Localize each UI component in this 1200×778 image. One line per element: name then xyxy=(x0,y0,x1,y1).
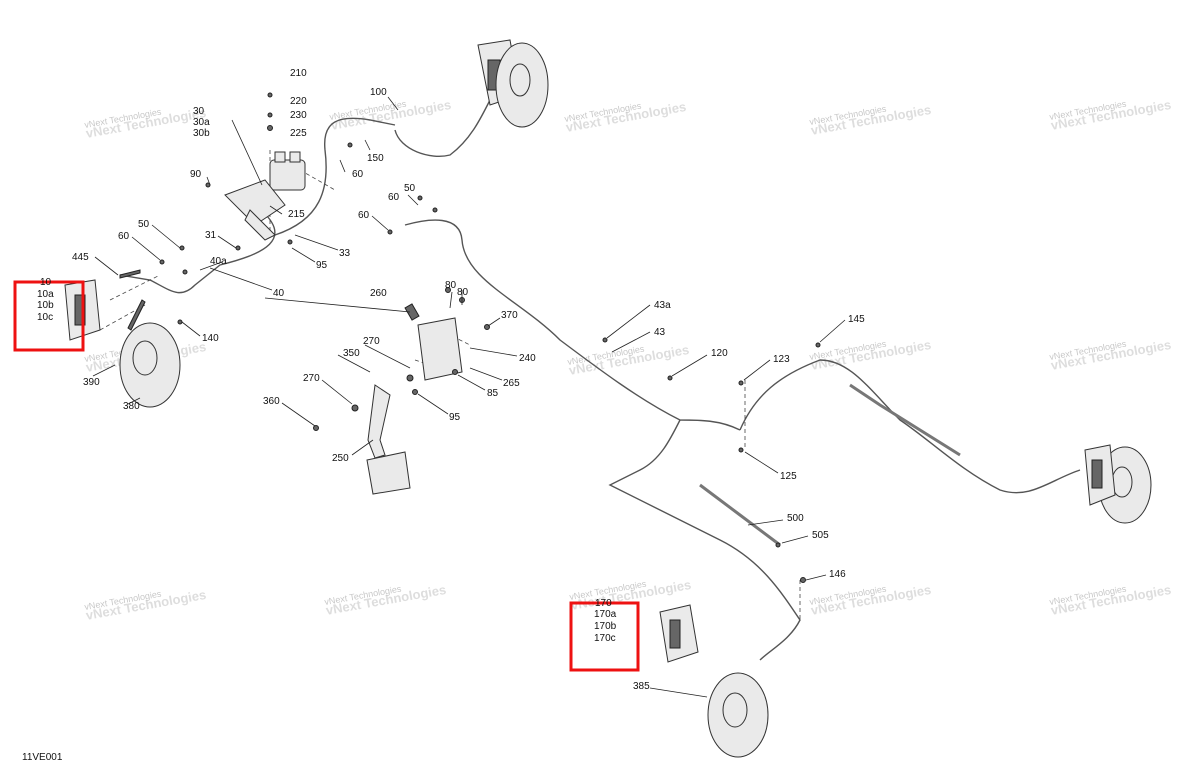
master-cylinder xyxy=(224,92,306,241)
label-150: 150 xyxy=(367,153,384,164)
brake-line-center xyxy=(404,219,741,431)
label-505: 505 xyxy=(812,530,829,541)
label-260: 260 xyxy=(370,288,387,299)
label-31: 31 xyxy=(205,230,217,241)
leader-lines xyxy=(92,96,846,698)
pedal-pad xyxy=(366,451,411,495)
brake-line-rear-left xyxy=(608,419,801,661)
label-170b: 170b xyxy=(594,621,617,632)
label-95: 95 xyxy=(316,260,328,271)
watermark: vNext Technologies vNext Technologies xyxy=(809,102,933,138)
label-120: 120 xyxy=(711,348,728,359)
label-265: 265 xyxy=(503,378,520,389)
watermark: vNext Technologies vNext Technologies xyxy=(1049,582,1173,618)
label-40: 40 xyxy=(273,288,285,299)
highlight-box-caliper-10 xyxy=(13,280,85,352)
brake-line-rear-right xyxy=(739,359,1081,494)
label-210: 210 xyxy=(290,68,307,79)
label-95: 95 xyxy=(449,412,461,423)
label-445: 445 xyxy=(72,252,89,263)
label-80: 80 xyxy=(457,287,469,298)
fasteners xyxy=(119,142,821,583)
label-125: 125 xyxy=(780,471,797,482)
label-30a: 30a xyxy=(193,117,210,128)
watermark: vNext Technologies vNext Technologies xyxy=(564,99,688,135)
front-right-disc xyxy=(495,42,549,128)
watermark: vNext Technologies vNext Technologies xyxy=(324,582,448,618)
label-10a: 10a xyxy=(37,289,54,300)
highlight-box-caliper-170 xyxy=(569,601,640,672)
brake-line-front-left xyxy=(119,204,276,294)
label-230: 230 xyxy=(290,110,307,121)
label-40a: 40a xyxy=(210,256,227,267)
part-labels: 210 220 230 225 30 30a 30b 100 150 90 60… xyxy=(37,68,865,692)
watermark: vNext Technologies vNext Technologies xyxy=(84,587,208,623)
watermark: vNext Technologies vNext Technologies xyxy=(567,342,691,378)
label-250: 250 xyxy=(332,453,349,464)
label-123: 123 xyxy=(773,354,790,365)
label-100: 100 xyxy=(370,87,387,98)
watermark: vNext Technologies vNext Technologies xyxy=(329,97,453,133)
label-270: 270 xyxy=(363,336,380,347)
brake-line-front-right xyxy=(394,89,501,157)
label-33: 33 xyxy=(339,248,351,259)
label-140: 140 xyxy=(202,333,219,344)
label-270: 270 xyxy=(303,373,320,384)
label-50: 50 xyxy=(138,219,150,230)
label-90: 90 xyxy=(190,169,202,180)
watermark: vNext Technologies vNext Technologies xyxy=(809,582,933,618)
label-60: 60 xyxy=(358,210,370,221)
label-80: 80 xyxy=(445,280,457,291)
watermark: vNext Technologies vNext Technologies xyxy=(1049,337,1173,373)
rear-harness xyxy=(849,383,961,457)
brake-lines xyxy=(119,89,1081,661)
watermark: vNext Technologies vNext Technologies xyxy=(84,105,208,141)
label-385: 385 xyxy=(633,681,650,692)
label-10c: 10c xyxy=(37,312,53,323)
brake-line-main xyxy=(274,117,396,236)
label-10: 10 xyxy=(40,277,52,288)
label-240: 240 xyxy=(519,353,536,364)
rear-left-disc xyxy=(707,672,769,758)
label-390: 390 xyxy=(83,377,100,388)
label-85: 85 xyxy=(487,388,499,399)
alignment-lines xyxy=(99,150,801,620)
label-43: 43 xyxy=(654,327,666,338)
label-170: 170 xyxy=(595,598,612,609)
label-370: 370 xyxy=(501,310,518,321)
label-360: 360 xyxy=(263,396,280,407)
diagram-code: 11VE001 xyxy=(22,752,63,763)
label-60: 60 xyxy=(388,192,400,203)
watermarks: vNext Technologies vNext Technologies vN… xyxy=(84,97,1173,623)
watermark: vNext Technologies vNext Technologies xyxy=(1049,97,1173,133)
rear-right-caliper xyxy=(1084,444,1116,506)
watermark: vNext Technologies vNext Technologies xyxy=(809,337,933,373)
bracket-500 xyxy=(699,483,781,547)
label-145: 145 xyxy=(848,314,865,325)
label-43a: 43a xyxy=(654,300,671,311)
label-10b: 10b xyxy=(37,300,54,311)
label-170a: 170a xyxy=(594,609,617,620)
label-225: 225 xyxy=(290,128,307,139)
front-left-disc xyxy=(119,322,181,408)
label-215: 215 xyxy=(288,209,305,220)
brake-pedal-assembly xyxy=(351,287,490,495)
label-170c: 170c xyxy=(594,633,616,644)
rear-left-caliper xyxy=(659,604,699,663)
watermark: vNext Technologies vNext Technologies xyxy=(569,577,693,613)
label-350: 350 xyxy=(343,348,360,359)
label-50: 50 xyxy=(404,183,416,194)
label-30: 30 xyxy=(193,106,205,117)
label-60: 60 xyxy=(118,231,130,242)
label-500: 500 xyxy=(787,513,804,524)
label-380: 380 xyxy=(123,401,140,412)
label-220: 220 xyxy=(290,96,307,107)
label-60: 60 xyxy=(352,169,364,180)
label-146: 146 xyxy=(829,569,846,580)
label-30b: 30b xyxy=(193,128,210,139)
